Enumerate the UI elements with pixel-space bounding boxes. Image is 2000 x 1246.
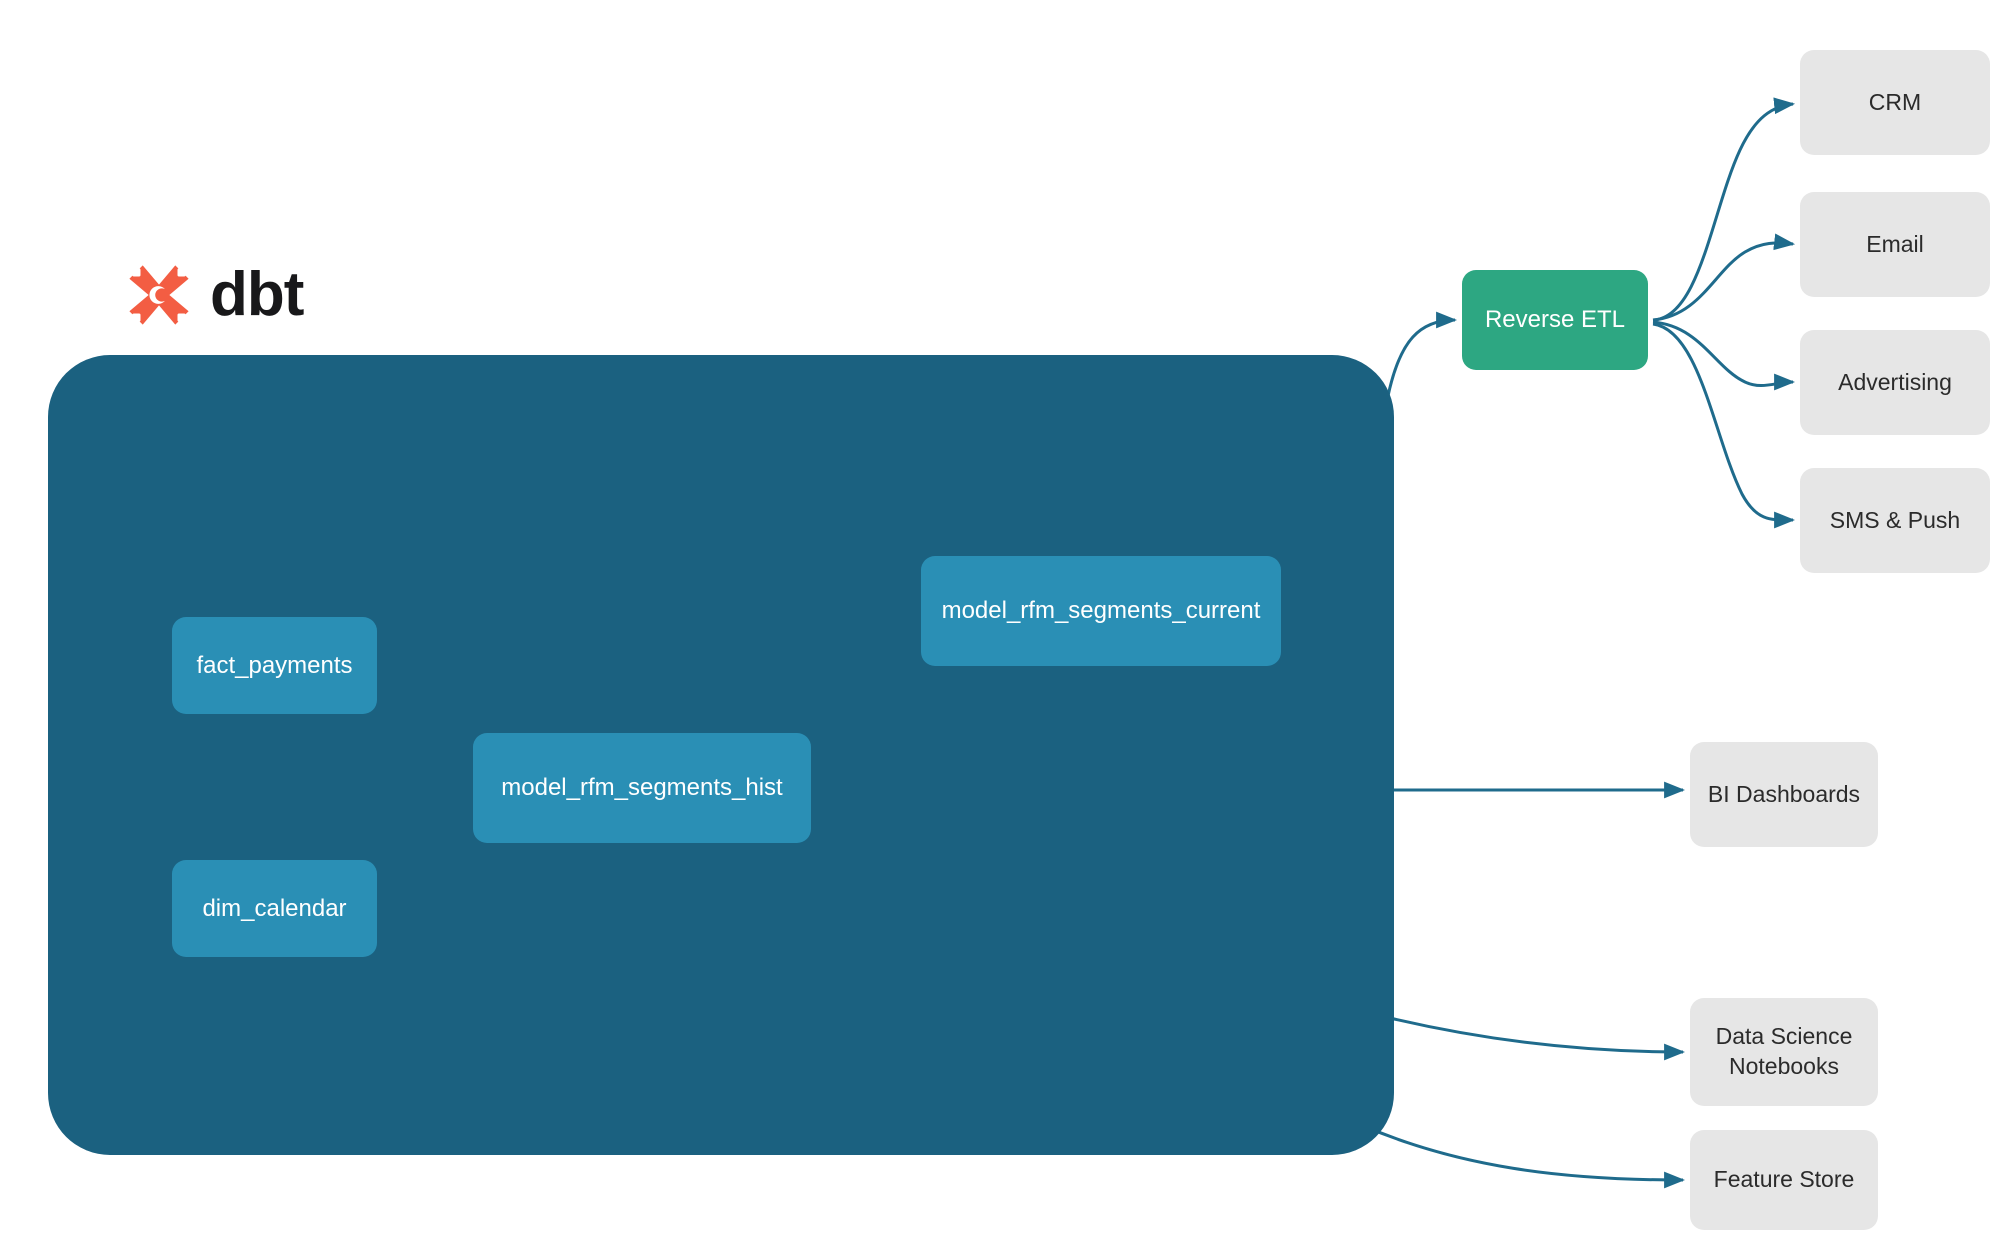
edge-reverse-etl-to-email [1652,233,1796,322]
edge-reverse-etl-to-advertising [1652,320,1796,391]
reverse-etl-node[interactable]: Reverse ETL [1462,270,1648,370]
edge-reverse-etl-to-crm [1652,97,1796,322]
consumer-label: Feature Store [1713,1166,1855,1193]
destination-label: CRM [1868,88,1922,115]
consumer-label-wrapper: Data Science Notebooks [1716,1022,1853,1082]
dbt-brand-lockup: dbt [122,258,304,332]
model-node-label: model_rfm_segments_current [941,597,1261,624]
edge-reverse-etl-to-sms-push [1652,322,1796,529]
dbt-wordmark: dbt [210,260,304,329]
destination-node-sms-push[interactable]: SMS & Push [1800,468,1990,573]
destination-node-crm[interactable]: CRM [1800,50,1990,155]
consumer-label: BI Dashboards [1707,780,1861,807]
model-node-rfm-segments-current[interactable]: model_rfm_segments_current [921,556,1281,666]
destination-node-email[interactable]: Email [1800,192,1990,297]
model-node-fact-payments[interactable]: fact_payments [172,617,377,714]
consumer-node-data-science-notebooks[interactable]: Data Science Notebooks [1690,998,1878,1106]
consumer-label-line2: Notebooks [1729,1053,1839,1079]
reverse-etl-label: Reverse ETL [1484,306,1626,333]
model-node-dim-calendar[interactable]: dim_calendar [172,860,377,957]
destination-label: SMS & Push [1829,506,1961,533]
dbt-x-logo-icon [129,265,189,325]
destination-label: Email [1866,230,1924,257]
consumer-node-bi-dashboards[interactable]: BI Dashboards [1690,742,1878,847]
consumer-node-feature-store[interactable]: Feature Store [1690,1130,1878,1230]
destination-label: Advertising [1838,368,1952,395]
model-node-rfm-segments-hist[interactable]: model_rfm_segments_hist [473,733,811,843]
model-node-label: fact_payments [196,651,353,679]
model-node-label: dim_calendar [202,894,347,922]
consumer-label-line1: Data Science [1715,1023,1853,1050]
model-node-label: model_rfm_segments_hist [501,774,783,801]
destination-node-advertising[interactable]: Advertising [1800,330,1990,435]
